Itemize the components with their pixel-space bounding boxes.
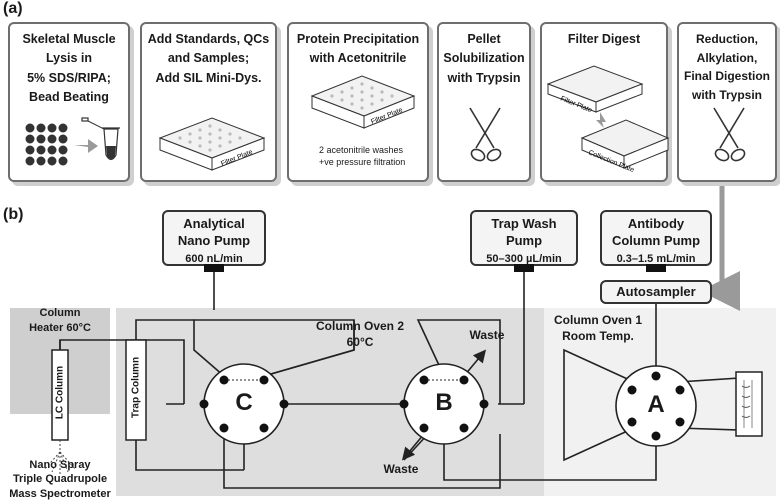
- valve-b-label: B: [435, 389, 453, 416]
- autosampler-label: Autosampler: [616, 284, 696, 299]
- step-filter-digest: Filter Digest: [540, 22, 668, 182]
- precipitation-note: 2 acetonitrile washes +ve pressure filtr…: [319, 145, 406, 167]
- analytical-pump-title: Analytical Nano Pump: [177, 216, 251, 248]
- analytical-pump-connector: [204, 264, 224, 272]
- step-lysis: Skeletal Muscle Lysis in 5% SDS/RIPA; Be…: [8, 22, 130, 182]
- trap-column-label: Trap Column: [130, 356, 142, 419]
- waste-bottom-label: Waste: [383, 462, 419, 476]
- column-heater-label: Column Heater 60°C: [29, 307, 91, 334]
- trap-wash-pump: Trap Wash Pump 50–300 µL/min: [470, 210, 578, 266]
- oven1-label: Column Oven 1 Room Temp.: [553, 313, 642, 344]
- panel-a-label: (a): [3, 0, 23, 17]
- step-precipitation: Protein Precipitation with Acetonitrile …: [287, 22, 429, 182]
- lc-column-label: LC Column: [54, 365, 66, 420]
- step-precipitation-title: Protein Precipitation with Acetonitrile: [296, 32, 420, 66]
- step-final-digestion: Reduction, Alkylation, Final Digestion w…: [677, 22, 777, 182]
- step-filter-digest-title: Filter Digest: [567, 32, 641, 46]
- oven2-label: Column Oven 2 60°C: [315, 319, 404, 350]
- valve-a-label: A: [647, 391, 665, 418]
- antibody-column-pump: Antibody Column Pump 0.3–1.5 mL/min: [600, 210, 712, 266]
- antibody-pump-title: Antibody Column Pump: [611, 216, 701, 248]
- waste-top-label: Waste: [469, 328, 505, 342]
- mass-spectrometer-label: Nano Spray Triple Quadrupole Mass Spectr…: [9, 459, 111, 500]
- panel-b-label: (b): [3, 206, 24, 223]
- step-lysis-title: Skeletal Muscle Lysis in 5% SDS/RIPA; Be…: [22, 32, 116, 105]
- antibody-pump-connector: [646, 264, 666, 272]
- step-solubilization-title: Pellet Solubilization with Trypsin: [443, 32, 525, 85]
- antibody-pump-rate: 0.3–1.5 mL/min: [616, 252, 696, 265]
- trap-wash-pump-title: Trap Wash Pump: [491, 216, 557, 248]
- step-solubilization: Pellet Solubilization with Trypsin: [437, 22, 531, 182]
- analytical-nano-pump: Analytical Nano Pump 600 nL/min: [162, 210, 266, 266]
- step-final-digestion-title: Reduction, Alkylation, Final Digestion w…: [683, 32, 770, 102]
- analytical-pump-rate: 600 nL/min: [185, 252, 243, 265]
- process-flow-arrow: [700, 182, 740, 311]
- autosampler: Autosampler: [600, 280, 712, 304]
- trap-wash-pump-rate: 50–300 µL/min: [486, 252, 562, 265]
- trap-wash-pump-connector: [514, 264, 534, 272]
- valve-c-label: C: [235, 389, 253, 416]
- step-add-standards: Add Standards, QCs and Samples; Add SIL …: [140, 22, 277, 182]
- step-add-standards-title: Add Standards, QCs and Samples; Add SIL …: [147, 32, 270, 85]
